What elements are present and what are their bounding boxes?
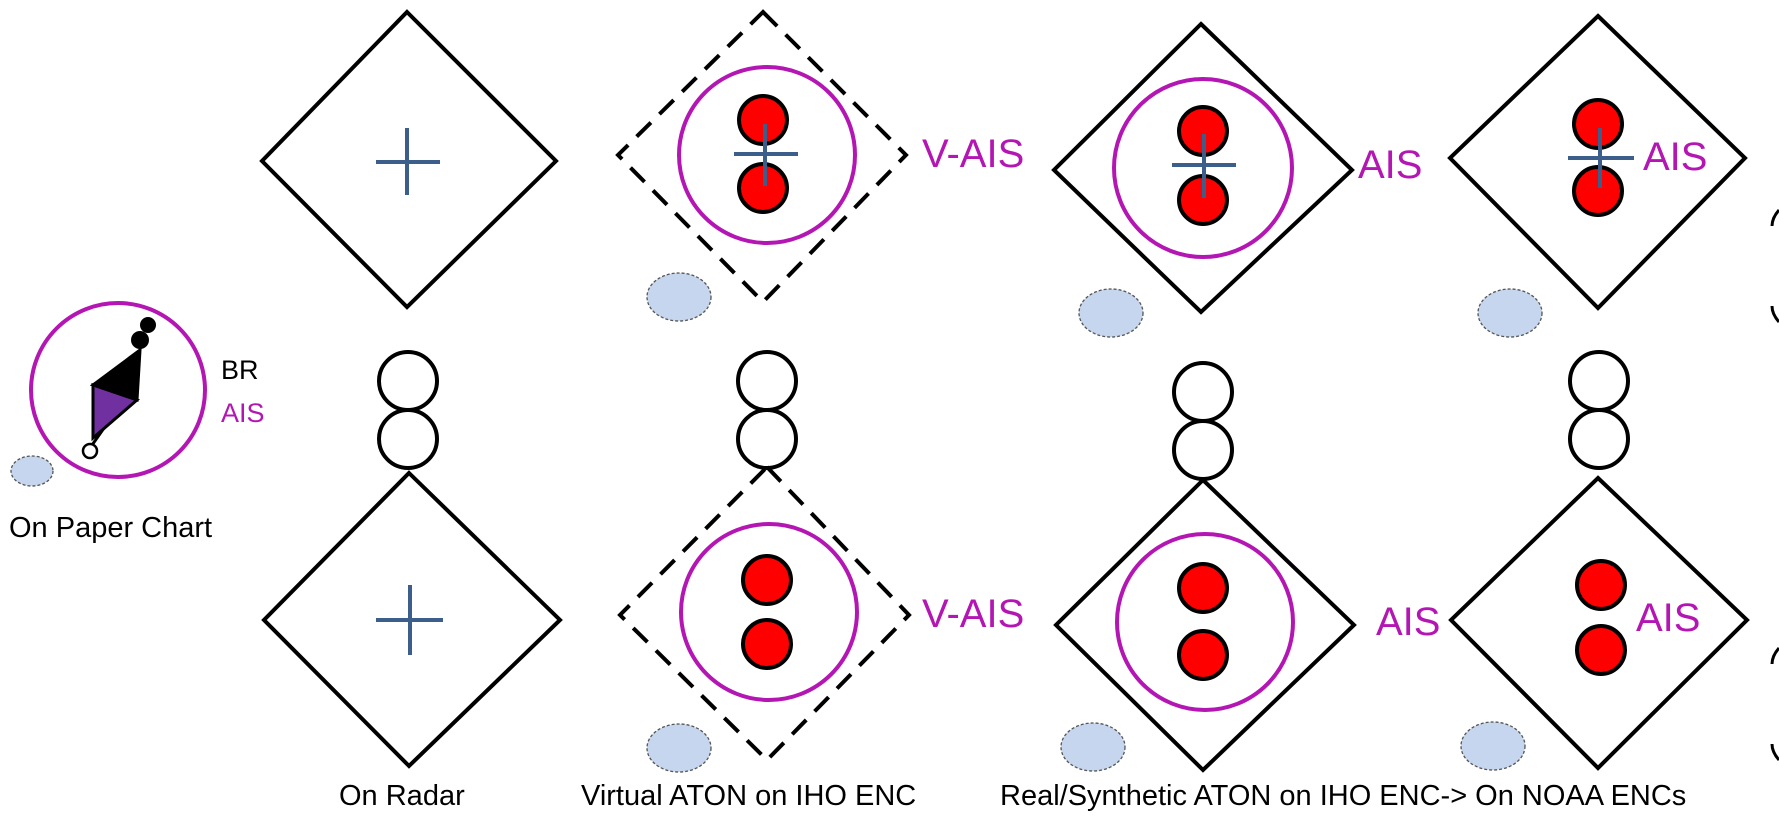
- radar-diamond: [259, 9, 559, 310]
- virtual-dashed-diamond: [615, 9, 909, 305]
- real-bottom-symbol: [1053, 477, 1357, 773]
- noaa-bottom-symbol: [1448, 475, 1750, 771]
- light-lower: [741, 618, 793, 670]
- light-lower: [1177, 629, 1229, 681]
- topmark-upper: [140, 317, 156, 333]
- topmark-circle-upper: [1568, 350, 1630, 412]
- noaa-top-symbol: [1447, 13, 1748, 338]
- brace-fragment: [1770, 743, 1779, 761]
- topmark-circle-upper: [1172, 361, 1234, 423]
- light-upper: [741, 554, 793, 606]
- real-topmark: [1172, 361, 1234, 481]
- seabed-ellipse: [646, 272, 712, 322]
- aton-diamond: [1448, 475, 1750, 771]
- virtual-bottom-tag: V-AIS: [922, 592, 1025, 636]
- aton-diamond: [1051, 21, 1355, 315]
- topmark-circle-lower: [736, 408, 798, 470]
- ais-ring: [1112, 77, 1294, 259]
- real-bottom-tag: AIS: [1376, 600, 1441, 644]
- right-edge-brace-fragments: [1770, 209, 1779, 761]
- paper-chart-caption: On Paper Chart: [9, 512, 213, 544]
- noaa-top-tag: AIS: [1643, 135, 1708, 179]
- paper-ais-label: AIS: [221, 398, 265, 428]
- virtual-dashed-diamond: [617, 464, 912, 763]
- topmark-circle-upper: [377, 350, 439, 412]
- seabed-ellipse: [1060, 722, 1126, 772]
- brace-fragment: [1770, 209, 1779, 227]
- ais-ring: [29, 301, 207, 479]
- topmark-circle-upper: [736, 350, 798, 412]
- seabed-ellipse: [1460, 721, 1526, 771]
- noaa-topmark: [1568, 350, 1630, 470]
- seabed-ellipse: [646, 723, 712, 773]
- light-lower: [1575, 624, 1627, 676]
- brace-fragment: [1770, 305, 1779, 323]
- topmark-lower: [131, 331, 149, 349]
- radar-caption: On Radar: [339, 780, 465, 812]
- virtual-top-symbol: [615, 9, 909, 322]
- radar-bottom-symbol: [261, 470, 563, 769]
- light-upper: [1177, 562, 1229, 614]
- virtual-caption: Virtual ATON on IHO ENC: [581, 780, 917, 812]
- buoy-position-circle: [81, 442, 99, 460]
- brace-fragment: [1770, 647, 1779, 665]
- radar-top-symbol: [259, 9, 559, 310]
- paper-chart-symbol: [10, 301, 207, 487]
- buoy-body-bottom: [91, 382, 140, 442]
- topmark-circle-lower: [377, 408, 439, 470]
- ais-ring: [679, 522, 859, 702]
- ais-ring: [677, 65, 857, 245]
- virtual-topmark: [736, 350, 798, 470]
- radar-topmark: [377, 350, 439, 470]
- seabed-ellipse: [1078, 288, 1144, 338]
- noaa-bottom-tag: AIS: [1636, 596, 1701, 640]
- topmark-circle-lower: [1172, 419, 1234, 481]
- virtual-bottom-symbol: [617, 464, 912, 773]
- aton-diamond: [1447, 13, 1748, 311]
- radar-diamond: [261, 470, 563, 769]
- real-noaa-caption: Real/Synthetic ATON on IHO ENC-> On NOAA…: [1000, 780, 1687, 812]
- light-upper: [1575, 559, 1627, 611]
- real-top-symbol: [1051, 21, 1355, 338]
- seabed-ellipse: [1477, 288, 1543, 338]
- topmark-circle-lower: [1568, 408, 1630, 470]
- br-label: BR: [221, 355, 259, 385]
- real-top-tag: AIS: [1358, 143, 1423, 187]
- virtual-top-tag: V-AIS: [922, 132, 1025, 176]
- aton-diamond: [1053, 477, 1357, 773]
- ais-ring: [1115, 532, 1295, 712]
- seabed-ellipse: [10, 455, 54, 487]
